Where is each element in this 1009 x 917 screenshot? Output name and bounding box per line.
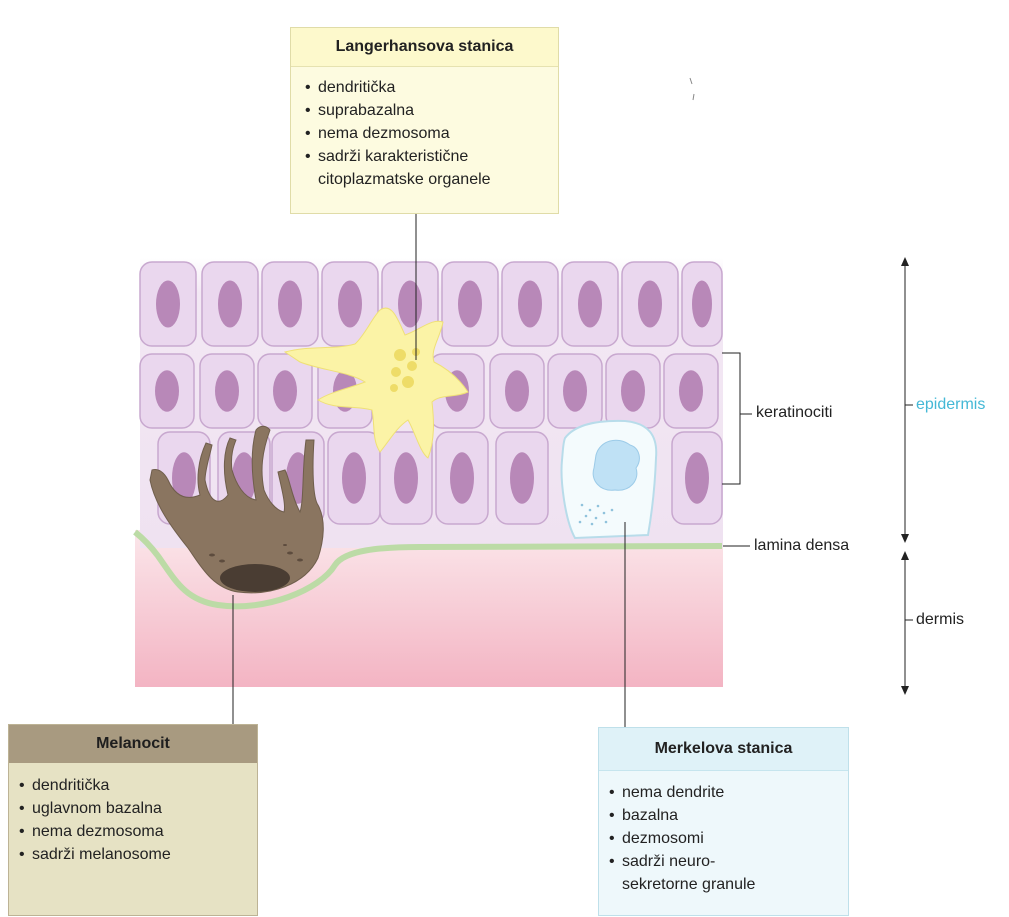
keratinocyte-nucleus	[155, 370, 179, 411]
langerhans-title: Langerhansova stanica	[291, 28, 558, 67]
dermis-label: dermis	[916, 611, 964, 629]
keratinocyte-nucleus	[338, 280, 362, 327]
list-item: sadrži neuro-sekretorne granule	[609, 850, 772, 896]
list-item: dendritička	[305, 76, 558, 99]
list-item: bazalna	[609, 804, 848, 827]
keratinocyte-nucleus	[638, 280, 662, 327]
melanocit-callout: Melanocit dendritička uglavnom bazalna n…	[8, 724, 258, 916]
merkel-cell	[562, 421, 657, 538]
epidermis-label: epidermis	[916, 396, 985, 414]
keratinocyte-nucleus	[458, 280, 482, 327]
list-item: dezmosomi	[609, 827, 848, 850]
keratinocyte-nucleus	[156, 280, 180, 327]
keratinocyte-nucleus	[685, 452, 709, 504]
merkel-title: Merkelova stanica	[599, 728, 848, 771]
keratinocyte-nucleus	[218, 280, 242, 327]
list-item: dendritička	[19, 774, 257, 797]
keratinocyte-nucleus	[510, 452, 534, 504]
keratinocyte-nucleus	[273, 370, 297, 411]
merkel-callout: Merkelova stanica nema dendrite bazalna …	[598, 727, 849, 916]
list-item: nema dezmosoma	[19, 820, 257, 843]
lamina-densa-label: lamina densa	[754, 537, 849, 555]
list-item: nema dendrite	[609, 781, 848, 804]
keratinocyte-nucleus	[621, 370, 645, 411]
langerhans-list: dendritička suprabazalna nema dezmosoma …	[291, 67, 558, 191]
keratinocyte-nucleus	[450, 452, 474, 504]
keratinocyte-nucleus	[679, 370, 703, 411]
keratinociti-label: keratinociti	[756, 404, 832, 422]
keratinocyte-nucleus	[342, 452, 366, 504]
keratinocyte-nucleus	[278, 280, 302, 327]
langerhans-callout: Langerhansova stanica dendritička suprab…	[290, 27, 559, 214]
keratinocyte-nucleus	[692, 280, 712, 327]
merkel-list: nema dendrite bazalna dezmosomi sadrži n…	[599, 771, 848, 896]
list-item: sadrži melanosome	[19, 843, 257, 866]
list-item: sadrži karakteristične citoplazmatske or…	[305, 145, 548, 191]
list-item: uglavnom bazalna	[19, 797, 257, 820]
dermis-arrow	[901, 551, 913, 695]
keratinocyte-nucleus	[394, 452, 418, 504]
list-item: suprabazalna	[305, 99, 558, 122]
epidermis-arrow	[901, 257, 913, 543]
stray-mark	[690, 78, 694, 100]
keratinocyte-nucleus	[505, 370, 529, 411]
keratinocyte-nucleus	[215, 370, 239, 411]
melanocit-title: Melanocit	[9, 725, 257, 763]
keratinocyte-nucleus	[578, 280, 602, 327]
keratinocyte-nucleus	[563, 370, 587, 411]
melanocit-list: dendritička uglavnom bazalna nema dezmos…	[9, 763, 257, 866]
list-item: nema dezmosoma	[305, 122, 558, 145]
keratinocyte-nucleus	[518, 280, 542, 327]
keratinocyte-nucleus	[398, 280, 422, 327]
keratinocytes-bracket	[722, 353, 752, 484]
